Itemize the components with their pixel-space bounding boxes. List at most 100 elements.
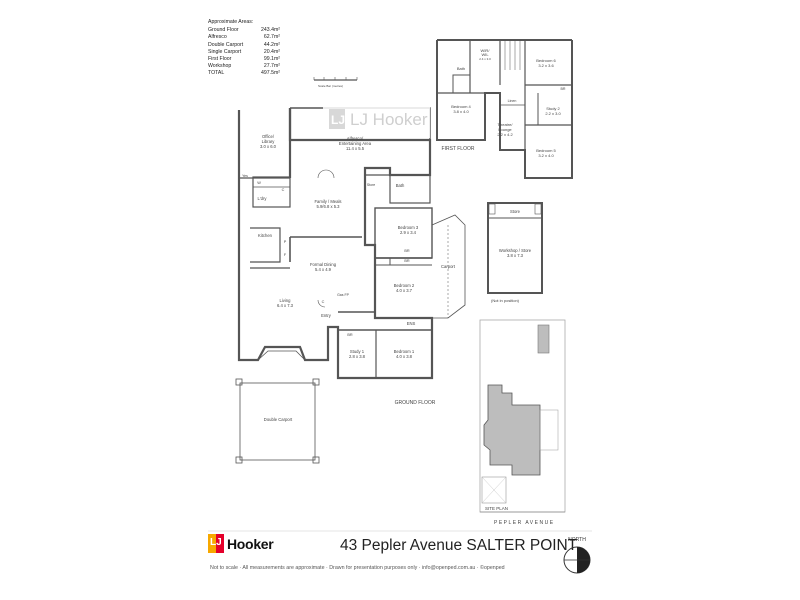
br-label-2: BR [404, 259, 410, 263]
area-label: Alfresco [208, 34, 227, 41]
store-name: Store [367, 183, 375, 187]
area-row: Workshop 27.7m² [208, 63, 280, 70]
area-row: Alfresco 62.7m² [208, 34, 280, 41]
area-value: 497.5m² [260, 70, 280, 77]
bedroom4-name: Bedroom 4 [451, 104, 471, 109]
lj-logo-mark: LJ [210, 537, 222, 548]
f-label: F [284, 253, 287, 257]
north-indicator: NORTH [562, 537, 592, 577]
workshop-labels: Store Workshop / Store 3.8 x 7.3 (Not in… [491, 209, 532, 303]
ens-name: ENS [407, 321, 416, 326]
kitchen-name: Kitchen [258, 233, 273, 238]
bath-name: Bath [396, 183, 405, 188]
site-plan-title: SITE PLAN [485, 506, 508, 511]
wir-name-2: WIL [481, 52, 489, 57]
alfresco-dims: 11.4 x 5.5 [346, 146, 365, 151]
study2-dims: 2.2 x 3.0 [545, 111, 561, 116]
bedroom3-name: Bedroom 3 [398, 225, 419, 230]
bedroom5-name: Bedroom 5 [536, 148, 556, 153]
brand-logo[interactable]: LJ Hooker [208, 534, 282, 553]
area-row: TOTAL 497.5m² [208, 70, 280, 77]
ldry-name: L'dry [258, 196, 268, 201]
gasfp-name: Gas FP [337, 293, 350, 297]
workshop-store-name: Store [510, 209, 521, 214]
office-name-1: Office/ [262, 134, 275, 139]
bedroom2-name: Bedroom 2 [394, 283, 415, 288]
family-name: Family / Meals [315, 199, 342, 204]
area-value: 27.7m² [263, 63, 280, 70]
alfresco-name-2: Entertaining Area [339, 141, 372, 146]
scale-bar: Scale Bar (metres) [313, 77, 358, 88]
ff-br-name: BR [561, 87, 566, 91]
workshop-note: (Not in position) [491, 298, 520, 303]
north-label: NORTH [568, 537, 586, 543]
study1-name: Study 1 [350, 349, 365, 354]
br-label-3: BR [347, 333, 353, 337]
area-value: 44.2m² [263, 41, 280, 48]
ff-bath-name: Bath [457, 66, 465, 71]
carport-name: Carport [441, 264, 456, 269]
area-summary: Approximate Areas: Ground Floor 243.4m² A… [208, 19, 280, 78]
street-name: PEPLER AVENUE [494, 520, 555, 526]
lj-logo-icon: LJ [208, 534, 224, 553]
area-value: 62.7m² [263, 34, 280, 41]
p-label: P [284, 240, 287, 244]
linen-name: Linen [508, 99, 517, 103]
first-floor-plan [436, 39, 573, 179]
dining-name: Formal Dining [310, 262, 337, 267]
area-label: TOTAL [208, 70, 225, 77]
study2-name: Study 2 [546, 106, 560, 111]
c-label: C [282, 188, 285, 192]
dining-dims: 5.4 x 4.9 [315, 267, 332, 272]
watermark-mark: LJ [331, 113, 345, 127]
yes-label: Yes [242, 174, 248, 178]
bedroom6-name: Bedroom 6 [536, 58, 556, 63]
first-floor-labels: WIR/ WIL 2.4 x 3.0 Bath Bedroom 4 3.8 x … [442, 48, 566, 158]
br-label-1: BR [404, 249, 410, 253]
ground-floor-title: GROUND FLOOR [395, 400, 436, 406]
area-label: Double Carport [208, 41, 244, 48]
area-row: Double Carport 44.2m² [208, 42, 280, 49]
bedroom2-dims: 4.0 x 3.7 [396, 288, 413, 293]
brand-name: Hooker [227, 535, 274, 552]
area-row: Ground Floor 243.4m² [208, 27, 280, 34]
area-label: Ground Floor [208, 27, 239, 34]
bedroom4-dims: 3.8 x 4.0 [453, 109, 469, 114]
north-arrow-icon [563, 546, 591, 574]
study1-dims: 2.8 x 3.8 [349, 354, 366, 359]
footer-disclaimer: Not to scale · All measurements are appr… [210, 565, 505, 571]
entry-name: Entry [321, 313, 332, 318]
ground-floor-plan [237, 107, 466, 380]
family-dims: 5.9/6.8 x 5.3 [316, 204, 340, 209]
living-name: Living [280, 298, 292, 303]
office-name-2: Library [262, 139, 276, 144]
first-floor-title: FIRST FLOOR [442, 146, 475, 152]
workshop-dims: 3.8 x 7.3 [507, 253, 524, 258]
wir-dims: 2.4 x 3.0 [479, 57, 491, 61]
watermark-text: LJ Hooker [350, 110, 428, 129]
bedroom5-dims: 3.2 x 4.0 [538, 153, 554, 158]
theatre-dims: 2.2 x 4.2 [497, 132, 513, 137]
brand-watermark: LJ LJ Hooker [323, 102, 430, 138]
property-address: 43 Pepler Avenue SALTER POINT [340, 537, 578, 554]
workshop-name: Workshop / Store [499, 248, 532, 253]
bedroom1-dims: 4.0 x 3.8 [396, 354, 413, 359]
area-label: First Floor [208, 56, 232, 63]
theatre-name-2: Lounge [498, 127, 512, 132]
area-label: Single Carport [208, 48, 242, 55]
area-row: Single Carport 20.4m² [208, 49, 280, 56]
area-value: 20.4m² [263, 48, 280, 55]
double-carport-name: Double Carport [264, 417, 293, 422]
alfresco-name-1: Alfresco/ [347, 136, 364, 141]
c-label-2: C [322, 300, 325, 304]
area-heading: Approximate Areas: [208, 19, 254, 25]
site-plan [479, 319, 566, 513]
wir-name-1: WIR/ [481, 48, 491, 53]
area-value: 243.4m² [260, 27, 280, 34]
area-label: Workshop [208, 63, 232, 70]
